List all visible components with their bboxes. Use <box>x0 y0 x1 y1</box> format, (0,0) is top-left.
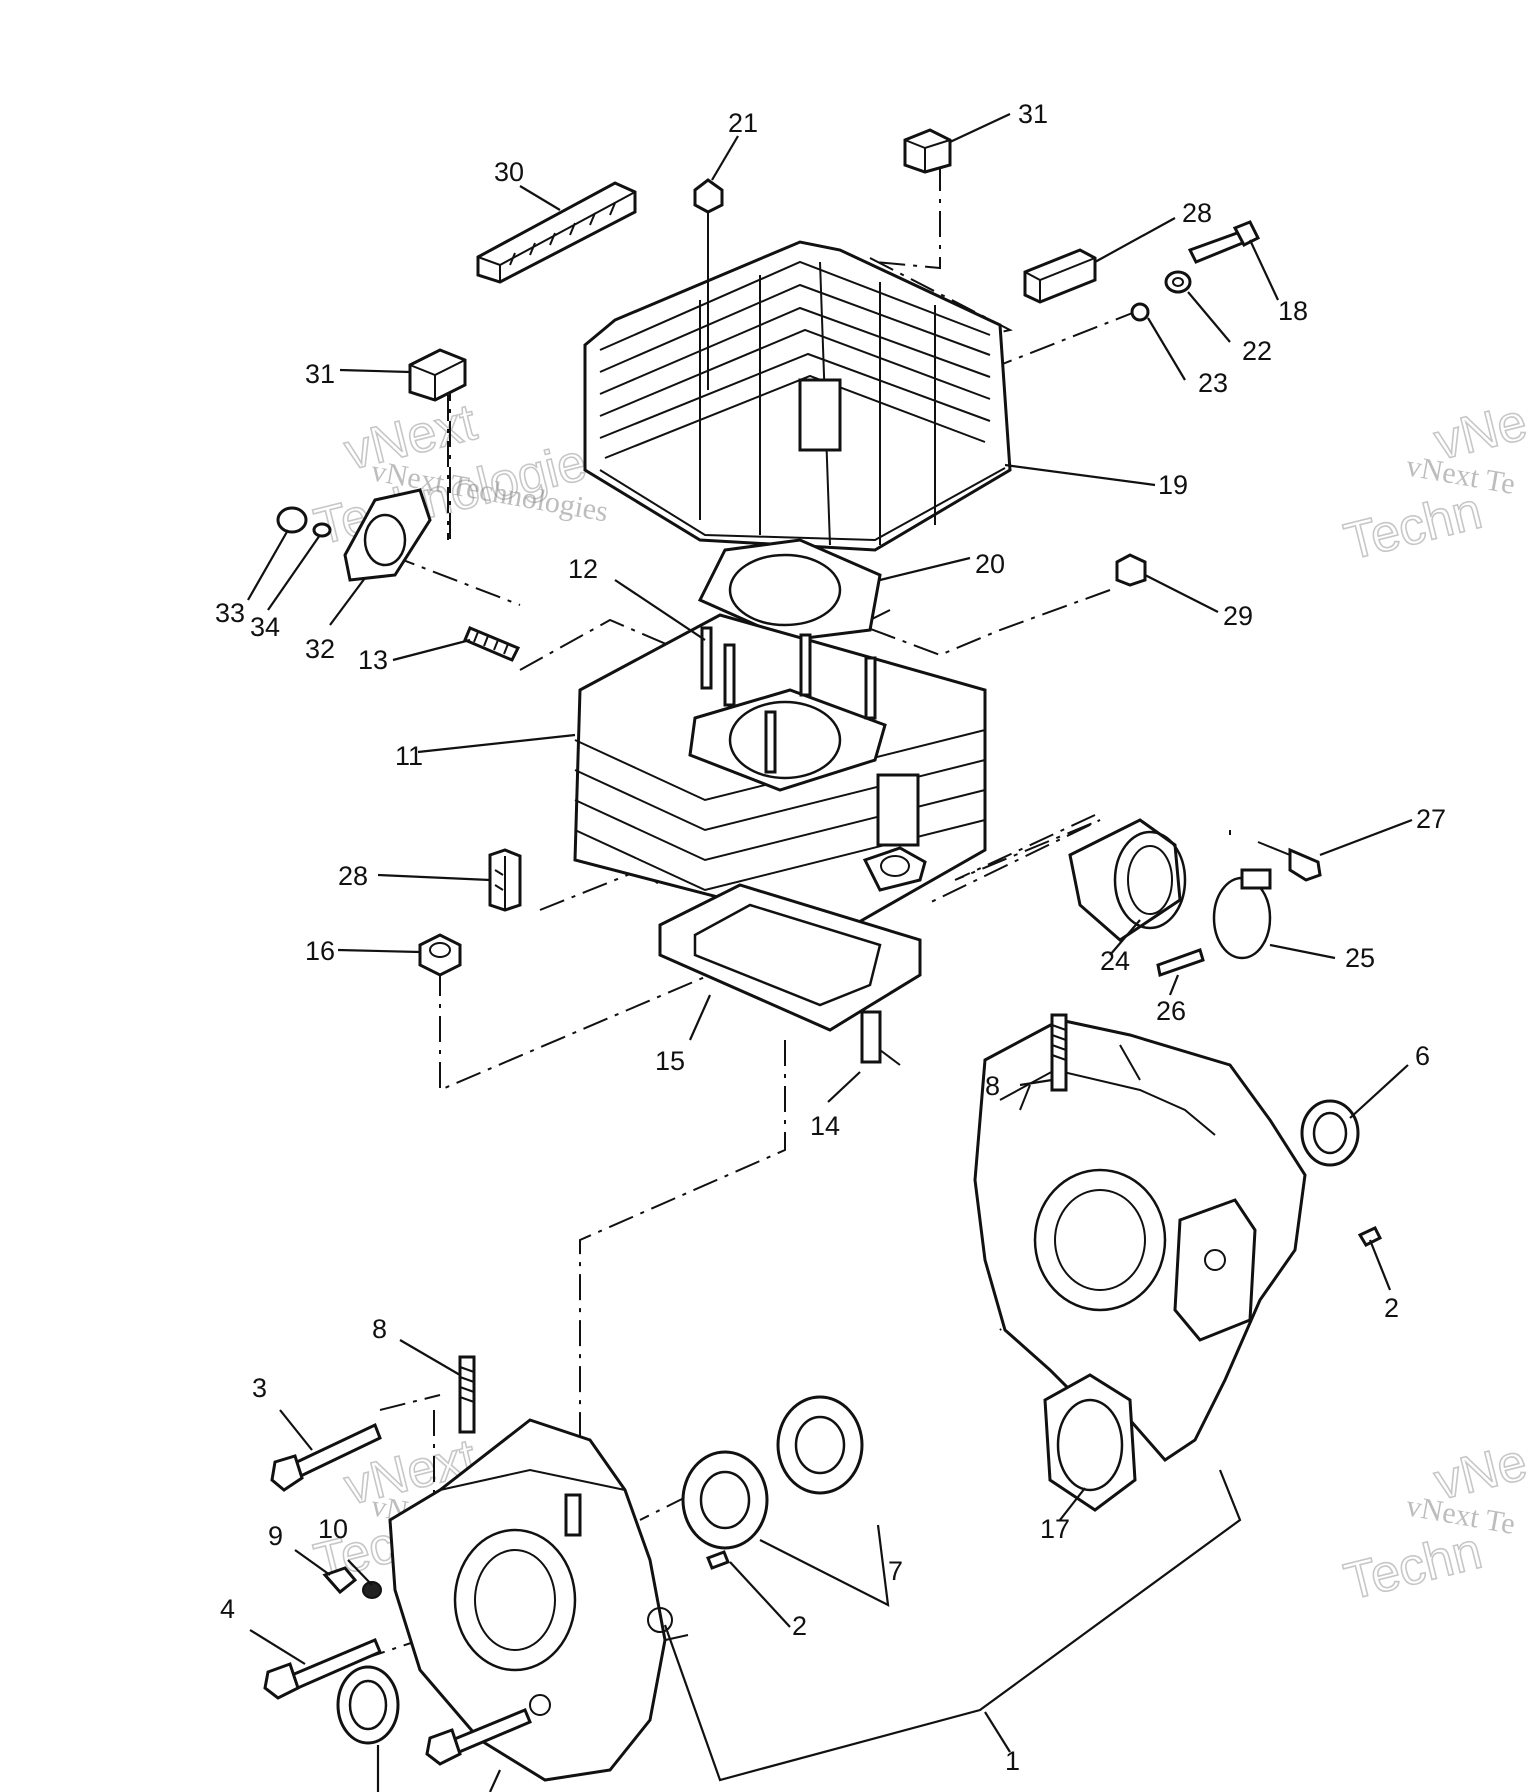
callout-2-left: 2 <box>792 1611 807 1641</box>
callout-21: 21 <box>728 108 758 138</box>
crankcase-stud <box>458 1355 476 1434</box>
callout-22: 22 <box>1242 336 1272 366</box>
washer <box>1164 270 1192 294</box>
intake-adapter <box>1068 818 1187 942</box>
head-bolt <box>1187 220 1261 264</box>
exhaust-flange <box>343 488 432 582</box>
crank-seal <box>336 1665 400 1745</box>
drain-washer <box>362 1581 382 1599</box>
callout-17: 17 <box>1040 1514 1070 1544</box>
intake-clamp <box>1212 868 1272 960</box>
callout-29: 29 <box>1223 601 1253 631</box>
callout-33: 33 <box>215 598 245 628</box>
callout-27: 27 <box>1416 804 1446 834</box>
callout-14: 14 <box>810 1111 840 1141</box>
spacer-block-right <box>1115 553 1147 587</box>
callout-8-left: 8 <box>372 1314 387 1344</box>
callout-28-left: 28 <box>338 861 368 891</box>
callout-19: 19 <box>1158 470 1188 500</box>
crankcase-stud <box>1050 1013 1068 1092</box>
spacer-block-top <box>903 128 952 174</box>
spacer-block-left <box>408 348 467 540</box>
watermark-bottom-right: vNe Techn vNext Te <box>1338 1432 1533 1612</box>
callout-18: 18 <box>1278 296 1308 326</box>
callout-20: 20 <box>975 549 1005 579</box>
callout-13: 13 <box>358 645 388 675</box>
callout-26: 26 <box>1156 996 1186 1026</box>
watermark-top-left: vNext Technologies vNext Technologies <box>308 392 618 557</box>
case-bolt <box>270 1422 382 1492</box>
spacer-block-lower <box>488 848 522 912</box>
callout-7: 7 <box>888 1556 903 1586</box>
temperature-sensor <box>860 1010 901 1066</box>
callout-25: 25 <box>1345 943 1375 973</box>
flange-nut <box>276 506 308 534</box>
callout-8-right: 8 <box>985 1071 1000 1101</box>
callout-3: 3 <box>252 1373 267 1403</box>
cylinder-nut <box>418 933 462 977</box>
callout-10: 10 <box>318 1514 348 1544</box>
crankcase-left-half <box>388 1418 673 1782</box>
leader-lines <box>247 113 1413 1792</box>
callout-31-left: 31 <box>305 359 335 389</box>
drain-plug <box>322 1566 358 1595</box>
spacer-block-upper <box>1023 248 1097 304</box>
callout-4: 4 <box>220 1594 235 1624</box>
clamp-bolt <box>1156 948 1205 977</box>
head-nut <box>693 178 724 390</box>
fin-block-long <box>476 181 637 284</box>
dowel-pin <box>706 1550 730 1570</box>
crankcase-right-half <box>973 1018 1307 1462</box>
callout-labels: 21 31 30 28 18 22 23 31 19 20 12 33 34 3… <box>215 99 1446 1776</box>
washer-small <box>1130 302 1150 322</box>
head-gasket <box>697 538 882 642</box>
callout-9: 9 <box>268 1521 283 1551</box>
callout-24: 24 <box>1100 946 1130 976</box>
cover-gasket <box>1043 1373 1137 1512</box>
callout-23: 23 <box>1198 368 1228 398</box>
callout-32: 32 <box>305 634 335 664</box>
main-bearing <box>681 1395 864 1550</box>
callout-6: 6 <box>1415 1041 1430 1071</box>
base-gasket <box>658 883 922 1032</box>
intake-bolt <box>1257 841 1322 882</box>
callout-30: 30 <box>494 157 524 187</box>
callout-12: 12 <box>568 554 598 584</box>
stud <box>463 626 521 662</box>
callout-28-top: 28 <box>1182 198 1212 228</box>
oil-seal <box>1300 1099 1360 1167</box>
callout-31-top: 31 <box>1018 99 1048 129</box>
case-bolt <box>425 1708 532 1766</box>
watermark-top-right: vNe Techn vNext Te <box>1338 392 1533 572</box>
watermark-big-word: Techn <box>1339 1522 1488 1612</box>
callout-34: 34 <box>250 612 280 642</box>
flange-washer <box>312 522 332 538</box>
case-bolt <box>263 1638 382 1700</box>
watermark-big-word: Techn <box>1339 482 1488 572</box>
cylinder-studs <box>700 626 877 774</box>
callout-2-right: 2 <box>1384 1293 1399 1323</box>
cylinder-head <box>583 240 1012 552</box>
callout-11: 11 <box>395 741 423 771</box>
dowel-pin <box>1357 1226 1383 1247</box>
callout-15: 15 <box>655 1046 685 1076</box>
callout-1: 1 <box>1005 1746 1020 1776</box>
callout-16: 16 <box>305 936 335 966</box>
cylinder <box>573 613 987 932</box>
